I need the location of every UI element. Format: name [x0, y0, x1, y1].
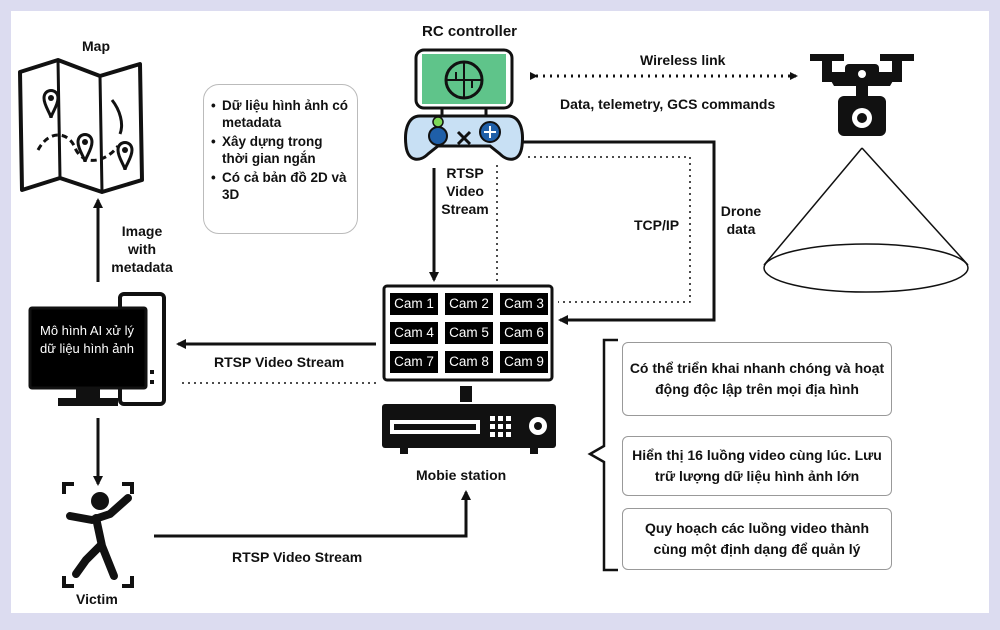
- image-metadata-line-1: Image: [121, 223, 163, 239]
- feature-box-deploy: Có thể triển khai nhanh chóng và hoạt độ…: [622, 342, 892, 416]
- note-item: Có cả bản đồ 2D và 3D: [211, 169, 351, 203]
- rtsp-bottom-label: RTSP Video Stream: [232, 549, 363, 565]
- rtsp-stream-arrow-bottom: [154, 490, 471, 538]
- rtsp-line-3: Stream: [441, 201, 489, 217]
- map-icon: [18, 58, 144, 194]
- drone-icon: [810, 54, 914, 136]
- image-metadata-line-2: with: [128, 241, 156, 257]
- mobile-station-icon: [382, 386, 556, 454]
- cam-tile-4: Cam 4: [390, 322, 438, 344]
- feature-box-format: Quy hoạch các luồng video thành cùng một…: [622, 508, 892, 570]
- rtsp-vertical-label: RTSP Video Stream: [436, 164, 494, 218]
- drone-data-line-2: data: [726, 221, 756, 237]
- ai-computer-icon: [28, 292, 166, 406]
- rtsp-line-2: Video: [446, 183, 484, 199]
- rc-controller-label: RC controller: [422, 23, 518, 40]
- feature-brace: [587, 338, 618, 572]
- telemetry-label: Data, telemetry, GCS commands: [560, 96, 776, 112]
- image-metadata-line-3: metadata: [111, 259, 173, 275]
- tcp-ip-label: TCP/IP: [634, 217, 680, 233]
- cam-tile-5: Cam 5: [445, 322, 493, 344]
- drone-data-line-1: Drone: [720, 203, 762, 219]
- map-label: Map: [82, 38, 110, 54]
- wireless-link-label: Wireless link: [640, 52, 726, 68]
- victim-label: Victim: [76, 591, 118, 607]
- rc-controller-icon: [404, 48, 524, 161]
- rtsp-line-1: RTSP: [446, 165, 484, 181]
- image-metadata-label: Image with metadata: [104, 222, 180, 276]
- tcp-ip-connector: [528, 156, 691, 303]
- note-item: Dữ liệu hình ảnh có metadata: [211, 97, 351, 131]
- cam-tile-6: Cam 6: [500, 322, 548, 344]
- victim-icon: [62, 482, 134, 588]
- ai-model-label: Mô hình AI xử lý dữ liệu hình ảnh: [40, 323, 134, 356]
- drone-data-label: Drone data: [718, 202, 764, 238]
- cam-tile-3: Cam 3: [500, 293, 548, 315]
- drone-data-arrow: [522, 140, 716, 325]
- mobile-station-label: Mobie station: [416, 467, 507, 483]
- feature-box-display: Hiển thị 16 luồng video cùng lúc. Lưu tr…: [622, 436, 892, 496]
- cam-tile-7: Cam 7: [390, 351, 438, 373]
- camera-cone: [763, 147, 969, 293]
- note-item: Xây dựng trong thời gian ngắn: [211, 133, 351, 167]
- rtsp-left-label: RTSP Video Stream: [214, 354, 345, 370]
- cam-tile-1: Cam 1: [390, 293, 438, 315]
- cam-tile-2: Cam 2: [445, 293, 493, 315]
- cam-tile-8: Cam 8: [445, 351, 493, 373]
- notes-box: Dữ liệu hình ảnh có metadata Xây dựng tr…: [203, 84, 358, 234]
- cam-tile-9: Cam 9: [500, 351, 548, 373]
